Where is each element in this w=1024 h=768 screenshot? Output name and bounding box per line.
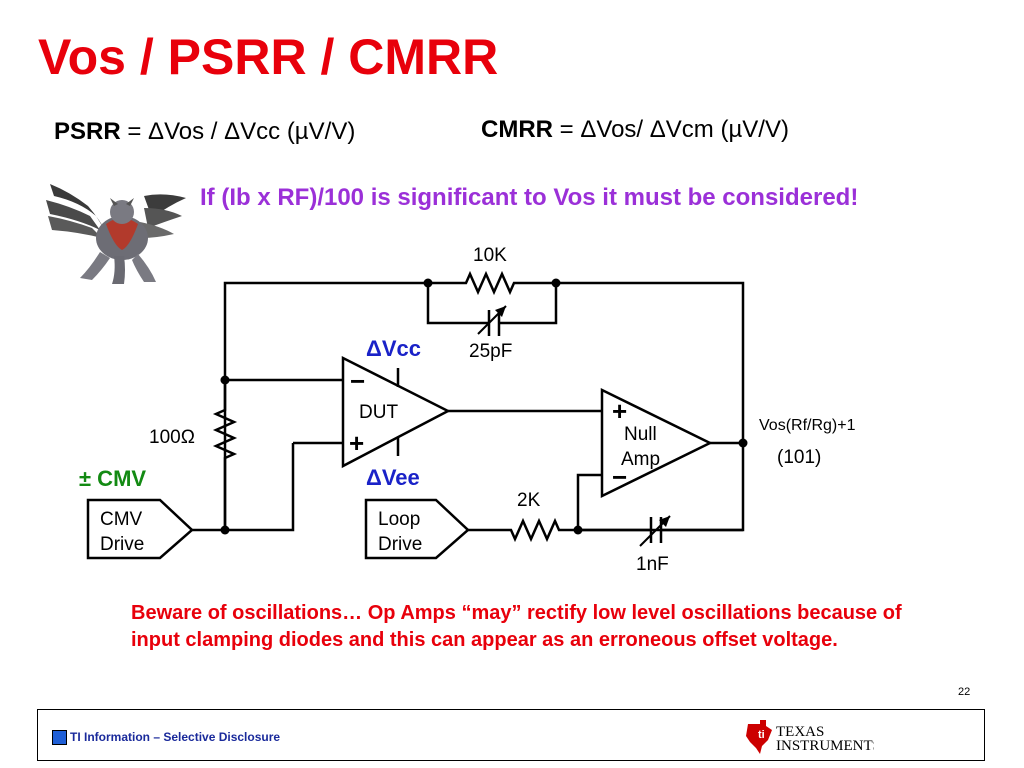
loop-drive-block [364, 498, 470, 560]
resistor-100ohm-label: 100Ω [149, 427, 195, 448]
feedback-wire-left [223, 281, 428, 530]
footer-bar: TI Information – Selective Disclosure [37, 709, 985, 761]
null-amp-label-line2: Amp [621, 449, 660, 470]
cmrr-label: CMRR [481, 116, 553, 143]
capacitor-25pf-label: 25pF [469, 341, 512, 362]
dut-label: DUT [359, 402, 398, 423]
footer-square-icon [52, 730, 67, 745]
psrr-label: PSRR [54, 118, 121, 145]
junction-dot [551, 278, 561, 288]
dut-noninverting-wire [225, 441, 343, 532]
ti-bug-icon [746, 720, 772, 754]
dut-inverting-sign: − [350, 366, 365, 396]
junction-dot [573, 525, 583, 535]
cmv-drive-block [86, 498, 194, 560]
logo-line2: INSTRUMENTS [776, 738, 874, 754]
footer-disclosure-text: TI Information – Selective Disclosure [70, 730, 281, 744]
cmv-label: ± CMV [79, 466, 146, 491]
resistor-2k-label: 2K [517, 490, 541, 511]
psrr-expression: = ΔVos / ΔVcc (µV/V) [127, 118, 356, 145]
output-gain-label: (101) [777, 447, 821, 468]
delta-vee-label: ΔVee [366, 465, 420, 490]
cmrr-expression: = ΔVos/ ΔVcm (µV/V) [559, 116, 789, 143]
oscillation-warning: Beware of oscillations… Op Amps “may” re… [131, 602, 902, 651]
cmv-drive-label-line1: CMV [100, 509, 143, 530]
junction-dot [220, 525, 230, 535]
null-amp-label-line1: Null [624, 424, 657, 445]
loop-drive-label-line2: Drive [378, 534, 422, 555]
output-expression-label: Vos(Rf/Rg)+1 [759, 417, 856, 434]
dut-noninverting-sign: + [349, 428, 364, 458]
feedback-wire-right [556, 281, 745, 532]
junction-dot [220, 375, 230, 385]
slide-title: Vos / PSRR / CMRR [38, 29, 499, 85]
capacitor-25pf-wires [426, 283, 558, 325]
winged-creature-illustration [46, 184, 186, 284]
null-amp-triangle [600, 387, 713, 499]
junction-dot [738, 438, 748, 448]
texas-instruments-logo: ti TEXAS INSTRUMENTS [746, 720, 874, 754]
null-amp-inverting-sign: − [612, 462, 627, 492]
junction-dot [423, 278, 433, 288]
page-number: 22 [958, 686, 971, 698]
null-amp-inverting-wire [576, 473, 602, 530]
svg-text:ti: ti [758, 729, 765, 741]
loop-drive-label-line1: Loop [378, 509, 420, 530]
cmrr-formula: CMRR = ΔVos/ ΔVcm (µV/V) [481, 116, 789, 144]
psrr-formula: PSRR = ΔVos / ΔVcc (µV/V) [54, 118, 355, 146]
logo-line1: TEXAS [776, 724, 824, 740]
cmv-drive-label-line2: Drive [100, 534, 144, 555]
resistor-10k [428, 270, 556, 296]
null-amp-noninverting-sign: + [612, 396, 627, 426]
delta-vcc-label: ΔVcc [366, 336, 421, 361]
capacitor-1nf-label: 1nF [636, 554, 669, 575]
resistor-10k-label: 10K [473, 245, 507, 266]
dut-triangle [341, 355, 451, 469]
resistor-100ohm [212, 380, 238, 530]
ib-rf-note: If (Ib x RF)/100 is significant to Vos i… [200, 184, 859, 211]
resistor-2k [468, 517, 578, 543]
